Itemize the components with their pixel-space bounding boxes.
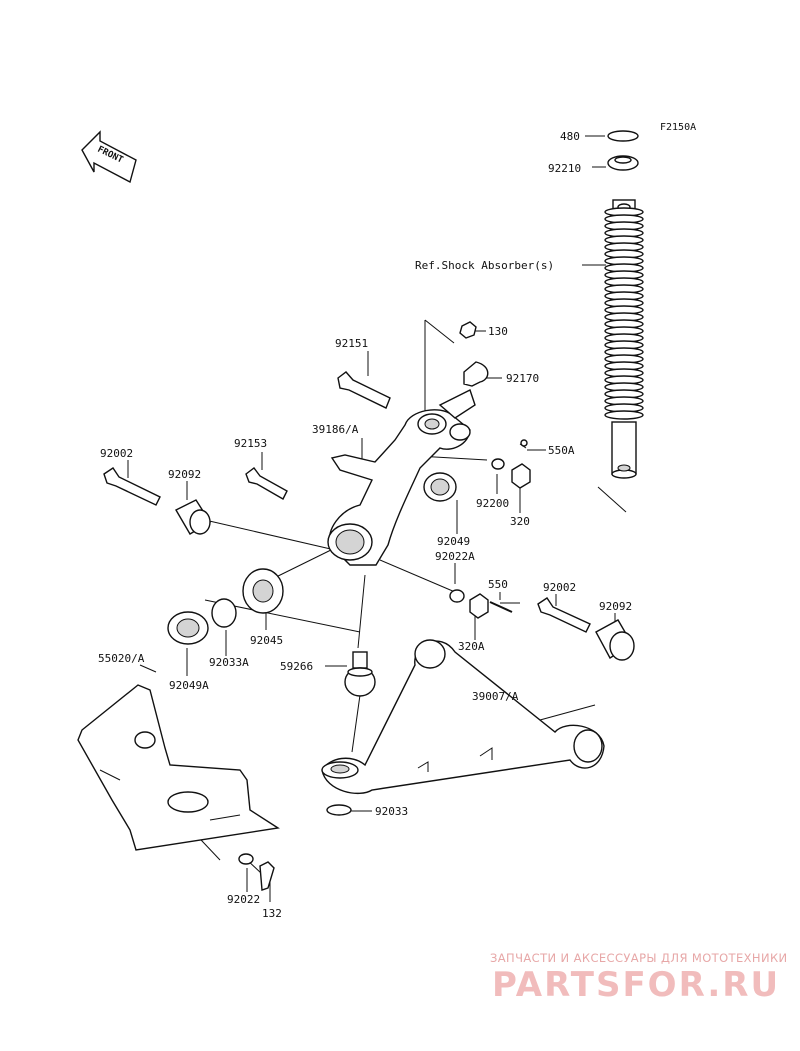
label-92002-lower: 92002 [543, 581, 576, 594]
label-92022A: 92022A [435, 550, 475, 563]
label-320: 320 [510, 515, 530, 528]
label-92049A: 92049A [169, 679, 209, 692]
label-550: 550 [488, 578, 508, 591]
watermark: ЗАПЧАСТИ И АКСЕССУАРЫ ДЛЯ МОТОТЕХНИКИ PA… [490, 951, 788, 1005]
watermark-brand: PARTSFOR.RU [492, 965, 780, 1005]
label-92170: 92170 [506, 372, 539, 385]
label-ref-shock-absorber: Ref.Shock Absorber(s) [415, 259, 554, 272]
shock-spring [604, 207, 644, 420]
label-59266: 59266 [280, 660, 313, 673]
label-55020A: 55020/A [98, 652, 145, 665]
spring-coil [604, 410, 644, 420]
label-92033: 92033 [375, 805, 408, 818]
leader-lines [127, 135, 616, 902]
label-92210: 92210 [548, 162, 581, 175]
bushings-bearings [167, 472, 635, 661]
guard-plate [77, 684, 280, 851]
label-92002-upper: 92002 [100, 447, 133, 460]
label-480: 480 [560, 130, 580, 143]
callout-labels: 480 92210 Ref.Shock Absorber(s) 130 9215… [98, 130, 632, 920]
label-92092-upper: 92092 [168, 468, 201, 481]
fasteners [103, 321, 591, 891]
label-92033A: 92033A [209, 656, 249, 669]
label-92049: 92049 [437, 535, 470, 548]
label-92092-lower: 92092 [599, 600, 632, 613]
watermark-tagline: ЗАПЧАСТИ И АКСЕССУАРЫ ДЛЯ МОТОТЕХНИКИ [490, 951, 788, 965]
label-92045: 92045 [250, 634, 283, 647]
label-92022: 92022 [227, 893, 260, 906]
label-550A: 550A [548, 444, 575, 457]
figure-id: F2150A [660, 122, 696, 133]
a-arm [321, 639, 605, 816]
steering-knuckle [327, 389, 476, 566]
shock-absorber [604, 130, 644, 479]
label-130: 130 [488, 325, 508, 338]
label-39007A: 39007/A [472, 690, 519, 703]
label-320A: 320A [458, 640, 485, 653]
label-92200: 92200 [476, 497, 509, 510]
label-92153: 92153 [234, 437, 267, 450]
front-arrow-icon: FRONT [81, 130, 137, 184]
ball-joint [344, 651, 376, 697]
label-92151: 92151 [335, 337, 368, 350]
label-39186A: 39186/A [312, 423, 359, 436]
label-132: 132 [262, 907, 282, 920]
